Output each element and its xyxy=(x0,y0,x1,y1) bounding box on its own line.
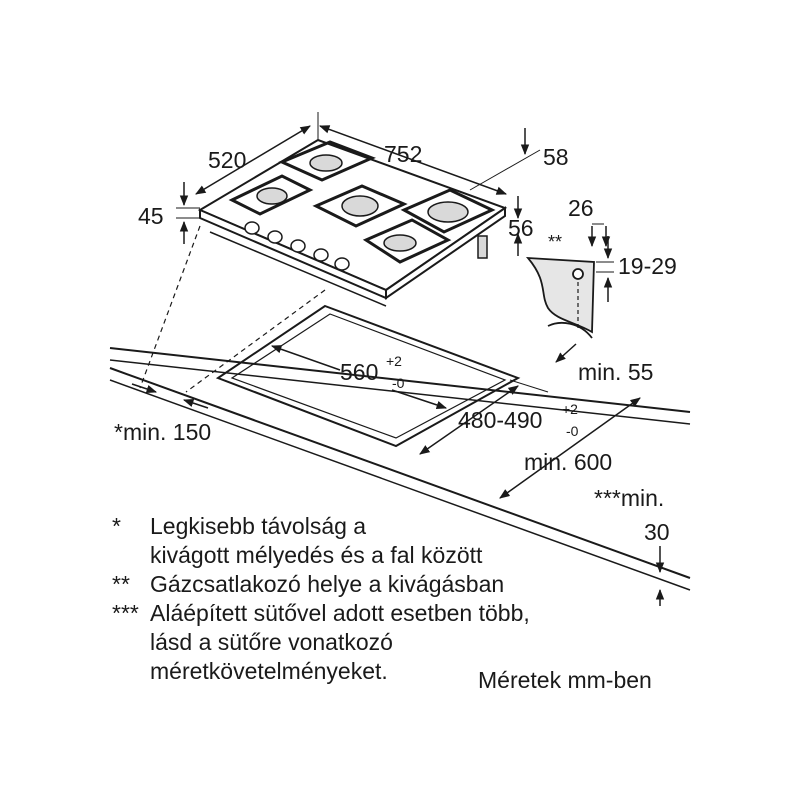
dim-480-490-line xyxy=(419,385,519,455)
label-480-490: 480-490 xyxy=(458,407,542,433)
pan-support-rear-right xyxy=(400,188,496,234)
dim-min600-line xyxy=(499,397,641,499)
projection-line-cutout xyxy=(185,289,326,393)
dim-min55-arrow xyxy=(555,343,577,363)
bracket-screw xyxy=(572,268,584,280)
projection-lines xyxy=(139,225,326,393)
knob-3 xyxy=(290,239,306,253)
burner-front-right xyxy=(383,234,417,252)
label-58: 58 xyxy=(543,144,569,170)
worktop-front-edge xyxy=(109,367,691,579)
gas-connector xyxy=(477,235,488,259)
bracket-profile xyxy=(525,256,595,334)
bracket-clip xyxy=(547,322,593,339)
footnote-3: *** Aláépített sütővel adott esetben töb… xyxy=(112,599,672,628)
label-45: 45 xyxy=(138,203,164,229)
knob-2 xyxy=(267,230,283,244)
footnote-3-line-2: lásd a sütőre vonatkozó xyxy=(150,629,393,655)
label-480-490-tol-upper: +2 xyxy=(562,401,578,417)
footnote-1-line-2: kivágott mélyedés és a fal között xyxy=(150,542,483,568)
label-min-30-line2: 30 xyxy=(644,519,670,545)
dim-520-line xyxy=(195,125,311,195)
knob-4 xyxy=(313,248,329,262)
label-56: 56 xyxy=(508,215,534,241)
burner-center xyxy=(341,195,379,217)
dim-752-line xyxy=(319,125,507,195)
footnote-3-line-3: méretkövetelményeket. xyxy=(150,658,388,684)
label-480-490-tol-lower: -0 xyxy=(566,423,579,439)
label-560-tol-upper: +2 xyxy=(386,353,402,369)
cutout-inner-edge xyxy=(230,313,507,439)
label-min-600: min. 600 xyxy=(524,449,612,475)
label-gas-marker: ** xyxy=(548,232,562,252)
label-520: 520 xyxy=(208,147,246,173)
footnote-2: ** Gázcsatlakozó helye a kivágásban xyxy=(112,570,672,599)
label-560-tol-lower: -0 xyxy=(392,375,405,391)
burner-front-left xyxy=(256,187,288,205)
label-min-150: *min. 150 xyxy=(114,419,211,445)
bracket-detail xyxy=(525,256,614,339)
projection-line-left xyxy=(139,225,201,389)
footnotes: * Legkisebb távolság a kivágott mélyedés… xyxy=(112,512,672,686)
label-min-55: min. 55 xyxy=(578,359,653,385)
pan-support-front-right xyxy=(362,218,452,264)
footnote-1-mark: * xyxy=(112,513,121,539)
cutout-outline xyxy=(215,304,521,448)
footnote-2-line-1: Gázcsatlakozó helye a kivágásban xyxy=(150,571,505,597)
dim-min150-right xyxy=(183,399,209,409)
label-19-29: 19-29 xyxy=(618,253,677,279)
burner-rear-left xyxy=(309,154,343,172)
worktop-front-edge-lower xyxy=(109,379,691,591)
label-26: 26 xyxy=(568,195,594,221)
dim-min150-left xyxy=(131,383,157,393)
label-752: 752 xyxy=(384,141,422,167)
burner-wok xyxy=(427,201,469,223)
hob-right-side xyxy=(385,206,506,300)
hob-base-line xyxy=(209,231,387,307)
footnote-1-line-1: Legkisebb távolság a xyxy=(150,513,367,539)
control-knobs xyxy=(244,221,350,271)
footnote-3-mark: *** xyxy=(112,600,139,626)
dim-58-ext xyxy=(469,149,541,191)
dimension-lines xyxy=(131,112,665,606)
footnote-2-mark: ** xyxy=(112,571,130,597)
knob-1 xyxy=(244,221,260,235)
footnote-1: * Legkisebb távolság a xyxy=(112,512,672,541)
dim-560-left xyxy=(271,345,341,371)
units-note: Méretek mm-ben xyxy=(478,667,652,693)
label-min-30-line1: ***min. xyxy=(594,485,664,511)
dimension-labels: 520 752 45 58 56 26 ** 19-29 min. 55 560… xyxy=(114,141,677,545)
cutout xyxy=(215,304,521,448)
label-560: 560 xyxy=(340,359,378,385)
knob-5 xyxy=(334,257,350,271)
footnote-3-line-1: Aláépített sütővel adott esetben több, xyxy=(150,600,530,626)
dim-480-ext xyxy=(509,379,549,393)
dim-560-right xyxy=(391,389,447,409)
